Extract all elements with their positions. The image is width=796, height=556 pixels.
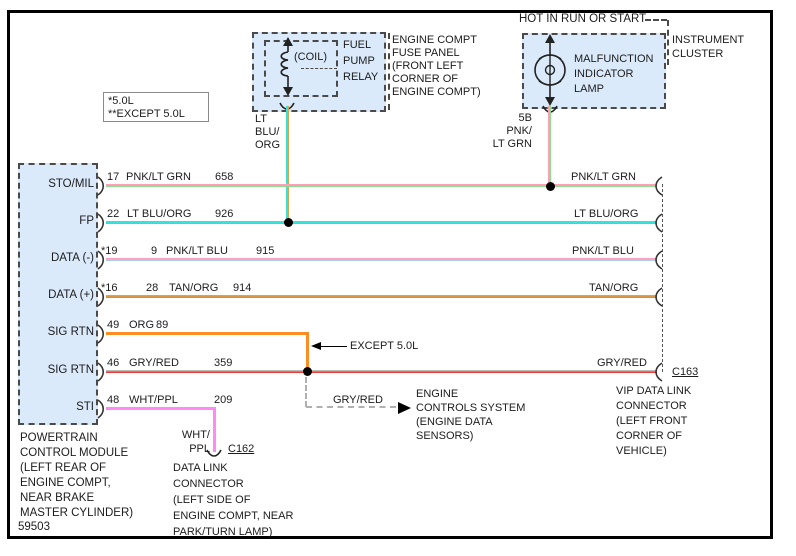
note-box: *5.0L **EXCEPT 5.0L [103, 92, 209, 122]
pin-bracket-icon [97, 362, 107, 382]
pcm-description: POWERTRAIN CONTROL MODULE (LEFT REAR OF … [20, 432, 134, 519]
wire-circuit-number: 914 [233, 282, 252, 294]
doc-number: 59503 [18, 521, 50, 533]
pin-bracket-icon [97, 287, 107, 307]
branch-dashed-horizontal [306, 406, 396, 408]
c162-description: DATA LINK CONNECTOR (LEFT SIDE OF ENGINE… [173, 462, 294, 538]
branch-dashed-vertical [305, 377, 307, 407]
diagram-border [7, 10, 773, 539]
coil-label: (COIL) [294, 51, 327, 63]
pin-bracket-icon [97, 399, 107, 419]
hot-in-run-label: HOT IN RUN OR START [519, 13, 647, 25]
pin-bracket-icon [97, 213, 107, 233]
pcm-pin-sto-mil: STO/MIL [48, 178, 94, 190]
wire-data-plus [106, 295, 657, 298]
wire-pin-number: 46 [107, 357, 120, 369]
wire-circuit-label: ORG [129, 319, 155, 331]
fuse-panel-boundary-tick [388, 33, 390, 110]
wire-sto-mil [106, 184, 657, 187]
wire-right-label: PNK/LT BLU [572, 245, 634, 257]
fuel-pump-relay-label: FUEL PUMP RELAY [343, 39, 379, 83]
wire-pin-number: 17 [107, 171, 120, 183]
mil-wire-color-label: 5B PNK/ LT GRN [492, 112, 532, 150]
wire-right-label: TAN/ORG [589, 282, 639, 294]
pin-bracket-icon [97, 176, 107, 196]
fuel-pump-relay-box [264, 40, 338, 97]
fuse-panel-location-label: ENGINE COMPT FUSE PANEL (FRONT LEFT CORN… [392, 34, 481, 98]
pcm-pin-data-minus: DATA (-) [50, 252, 94, 264]
wire-circuit-number: 359 [214, 357, 233, 369]
wire-pin-number: 9 [151, 245, 158, 257]
pcm-box [18, 163, 98, 425]
connector-arc-icon [653, 362, 663, 382]
wire-circuit-label: LT BLU/ORG [127, 208, 192, 220]
except-callout-line [321, 346, 347, 347]
wire-sig-rtn-org [106, 332, 309, 335]
wire-pin-number: 48 [107, 394, 120, 406]
wire-right-label: GRY/RED [597, 357, 647, 369]
wire-circuit-number: 658 [215, 171, 234, 183]
wire-circuit-label: PNK/LT BLU [166, 245, 228, 257]
connector-arc-icon [653, 287, 663, 307]
fuse-panel-box [252, 32, 386, 112]
relay-wire-color-label: LT BLU/ ORG [255, 113, 281, 151]
except-label: EXCEPT 5.0L [350, 340, 419, 352]
branch-wire-label: GRY/RED [333, 394, 383, 406]
wire-pin-number: 22 [107, 208, 120, 220]
wire-circuit-number: 915 [256, 245, 275, 257]
pin-bracket-icon [97, 324, 107, 344]
pcm-pin-sig-rtn-2: SIG RTN [47, 364, 94, 376]
wire-pin-number: 28 [146, 282, 159, 294]
wire-right-label: PNK/LT GRN [571, 171, 636, 183]
c162-wire-color-label: WHT/ PPL [181, 429, 210, 455]
instrument-cluster-label: INSTRUMENT CLUSTER [672, 34, 745, 60]
indicator-lamp-icon [528, 34, 572, 106]
wire-right-label: LT BLU/ORG [574, 208, 639, 220]
left-arrow-icon [311, 342, 321, 350]
wire-alt-pin-number: *16 [101, 282, 118, 294]
c162-connector-arc-icon [206, 449, 222, 458]
wire-circuit-label: PNK/LT GRN [126, 171, 191, 183]
wire-circuit-number: 89 [156, 319, 169, 331]
wire-data-minus [106, 258, 657, 261]
relay-contact-dashed-line [301, 68, 337, 69]
c163-id: C163 [672, 366, 699, 378]
wire-circuit-number: 926 [215, 208, 234, 220]
wire-org-vertical [306, 333, 309, 372]
wire-sti [106, 407, 216, 410]
c163-connector-dashed-line [662, 184, 663, 372]
pin-bracket-icon [97, 250, 107, 270]
pcm-pin-sti: STI [76, 401, 94, 413]
wire-circuit-label: TAN/ORG [169, 282, 219, 294]
wire-wht-ppl-vertical [213, 408, 216, 452]
hot-feed-dashes [645, 19, 667, 21]
junction-dot [284, 218, 293, 227]
wire-alt-pin-number: *19 [101, 245, 118, 257]
wire-circuit-label: WHT/PPL [129, 394, 178, 406]
connector-arc-icon [653, 213, 663, 233]
wire-fp [106, 221, 657, 224]
right-arrow-icon [398, 402, 411, 414]
pcm-pin-fp: FP [79, 215, 94, 227]
wire-pin-number: 49 [107, 319, 120, 331]
wire-pnk-lt-grn-vertical [548, 106, 551, 186]
relay-coil-icon [279, 36, 297, 98]
note-text: *5.0L **EXCEPT 5.0L [108, 95, 185, 120]
connector-arc-icon [653, 176, 663, 196]
c163-description: VIP DATA LINK CONNECTOR (LEFT FRONT CORN… [616, 385, 692, 457]
wire-lt-blu-org-vertical [286, 106, 289, 223]
instrument-cluster-boundary-tick [667, 20, 669, 65]
junction-dot [303, 367, 312, 376]
pcm-pin-data-plus: DATA (+) [48, 289, 94, 301]
mil-label: MALFUNCTION INDICATOR LAMP [574, 53, 654, 95]
branch-destination-label: ENGINE CONTROLS SYSTEM (ENGINE DATA SENS… [416, 388, 526, 442]
junction-dot [546, 182, 555, 191]
wire-sig-rtn-gryred [106, 370, 657, 373]
c162-id: C162 [228, 443, 255, 455]
wire-circuit-number: 209 [214, 394, 233, 406]
pcm-pin-sig-rtn-1: SIG RTN [47, 326, 94, 338]
wire-circuit-label: GRY/RED [129, 357, 179, 369]
connector-arc-icon [653, 250, 663, 270]
